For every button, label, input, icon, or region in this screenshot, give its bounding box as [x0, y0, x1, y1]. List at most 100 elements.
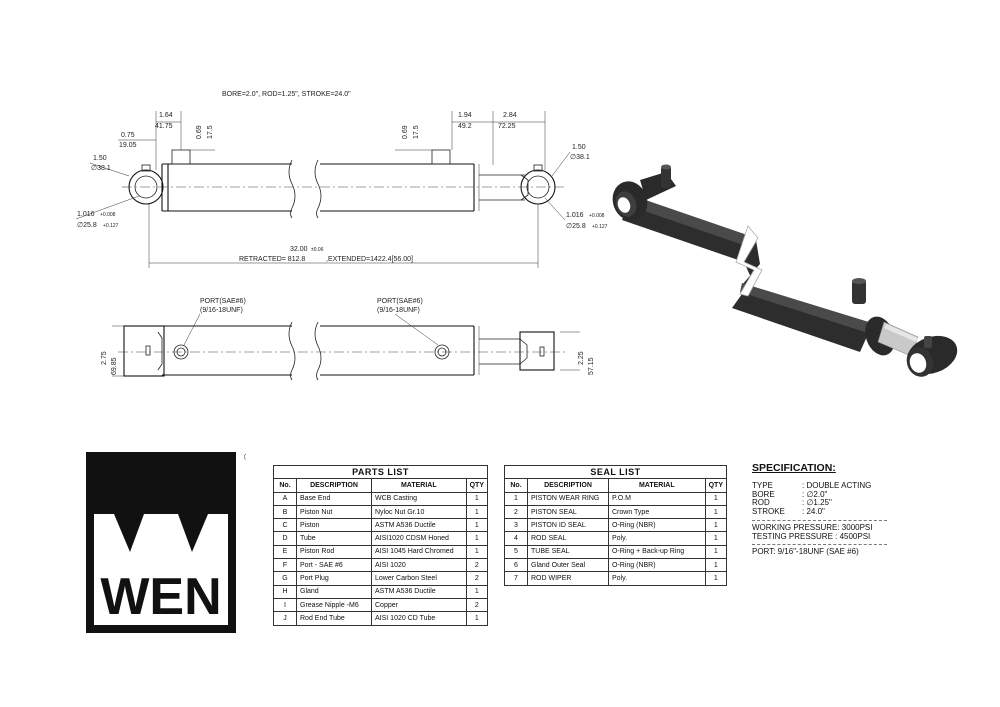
table-cell: 1 [465, 584, 489, 599]
dim-1-016-right: 1.016 [566, 212, 584, 219]
registered-mark: ® [244, 452, 246, 462]
parts-list-title: PARTS LIST [273, 464, 488, 480]
dim-2-25: 2.25 [578, 351, 585, 365]
table-cell: AISI 1020 CD Tube [371, 611, 467, 626]
table-cell: 6 [504, 558, 528, 573]
table-cell: Rod End Tube [296, 611, 372, 626]
port-label-right: PORT(SAE#6) [377, 298, 423, 305]
spec-value: : ∅1.25" [802, 498, 832, 507]
table-cell: O-Ring (NBR) [608, 558, 706, 573]
table-cell: H [273, 584, 297, 599]
extended-length: ,EXTENDED=1422.4[56.00] [326, 256, 413, 263]
logo-text: WEN [100, 568, 221, 626]
table-cell: Port Plug [296, 571, 372, 586]
tol-right-b: +0.127 [592, 224, 608, 230]
table-cell: I [273, 597, 297, 613]
table-cell: 5 [504, 544, 528, 560]
table-cell: Poly. [608, 531, 706, 546]
table-cell: 1 [704, 491, 728, 506]
column-header: QTY [465, 478, 489, 493]
column-header: QTY [704, 478, 728, 493]
dim-17-5-left: 17.5 [207, 125, 214, 139]
table-cell: 1 [465, 531, 489, 546]
table-cell: ASTM A536 Ductile [371, 584, 467, 599]
table-cell: WCB Casting [371, 491, 467, 506]
table-cell: AISI 1020 [371, 558, 467, 573]
dim-69-85: 69.85 [111, 357, 118, 375]
table-cell: D [273, 531, 297, 546]
table-cell: 1 [465, 504, 489, 520]
table-cell: 1 [704, 518, 728, 533]
table-cell: Piston Nut [296, 504, 372, 520]
table-cell: 1 [465, 544, 489, 560]
table-cell: 2 [465, 571, 489, 586]
dim-1-016-left: 1.016 [77, 211, 95, 218]
table-cell: Piston Rod [296, 544, 372, 560]
testing-pressure: TESTING PRESSURE : 4500PSI [752, 532, 871, 541]
dim-0-75: 0.75 [121, 132, 135, 139]
dim-1-50-left: 1.50 [93, 155, 107, 162]
table-cell: ROD SEAL [527, 531, 609, 546]
dim-57-15: 57.15 [588, 357, 595, 375]
tol-left-b: +0.127 [103, 223, 119, 229]
table-cell: O-Ring + Back-up Ring [608, 544, 706, 560]
table-cell: Grease Nipple -M6 [296, 597, 372, 613]
column-header: No. [504, 478, 528, 493]
table-cell: Copper [371, 597, 467, 613]
table-cell: TUBE SEAL [527, 544, 609, 560]
table-cell: PISTON SEAL [527, 504, 609, 520]
table-cell: AISI 1045 Hard Chromed [371, 544, 467, 560]
table-cell: C [273, 518, 297, 533]
dim-2-84: 2.84 [503, 112, 517, 119]
spec-key: ROD [752, 498, 770, 507]
table-cell: PISTON WEAR RING [527, 491, 609, 506]
table-cell: 7 [504, 571, 528, 586]
bore-rod-stroke-label: BORE=2.0", ROD=1.25", STROKE=24.0" [222, 91, 351, 98]
column-header: DESCRIPTION [527, 478, 609, 493]
table-cell: Poly. [608, 571, 706, 586]
table-cell: 1 [465, 611, 489, 626]
table-cell: O-Ring (NBR) [608, 518, 706, 533]
table-cell: F [273, 558, 297, 573]
dim-0-69-right: 0.69 [402, 125, 409, 139]
port-thread-right: (9/16-18UNF) [377, 307, 420, 314]
spec-value: : ∅2.0" [802, 489, 828, 499]
wen-logo: WEN ® [86, 452, 246, 633]
side-view: BORE=2.0", ROD=1.25", STROKE=24.0" 1.64 … [75, 91, 608, 268]
table-cell: 1 [704, 504, 728, 520]
dim-72-25: 72.25 [498, 123, 516, 130]
table-cell: AISI1020 CDSM Honed [371, 531, 467, 546]
column-header: MATERIAL [371, 478, 467, 493]
table-cell: Port - SAE #6 [296, 558, 372, 573]
specification-title: SPECIFICATION: [752, 462, 836, 474]
table-cell: Lower Carbon Steel [371, 571, 467, 586]
dim-49-2: 49.2 [458, 123, 472, 130]
table-cell: ASTM A536 Ductile [371, 518, 467, 533]
dim-25-8-left: ∅25.8 [77, 222, 97, 229]
column-header: MATERIAL [608, 478, 706, 493]
spec-row: BORE: ∅2.0" [752, 489, 887, 500]
spec-key: TYPE [752, 481, 773, 490]
dim-41-75: 41.75 [155, 123, 173, 130]
table-cell: A [273, 491, 297, 506]
port-label-left: PORT(SAE#6) [200, 298, 246, 305]
spec-row: ROD : ∅1.25" [752, 498, 887, 508]
table-cell: 2 [504, 504, 528, 520]
dim-19-05: 19.05 [119, 142, 137, 149]
table-cell: G [273, 571, 297, 586]
table-cell: 3 [504, 518, 528, 533]
working-pressure: WORKING PRESSURE: 3000PSI [752, 523, 873, 532]
